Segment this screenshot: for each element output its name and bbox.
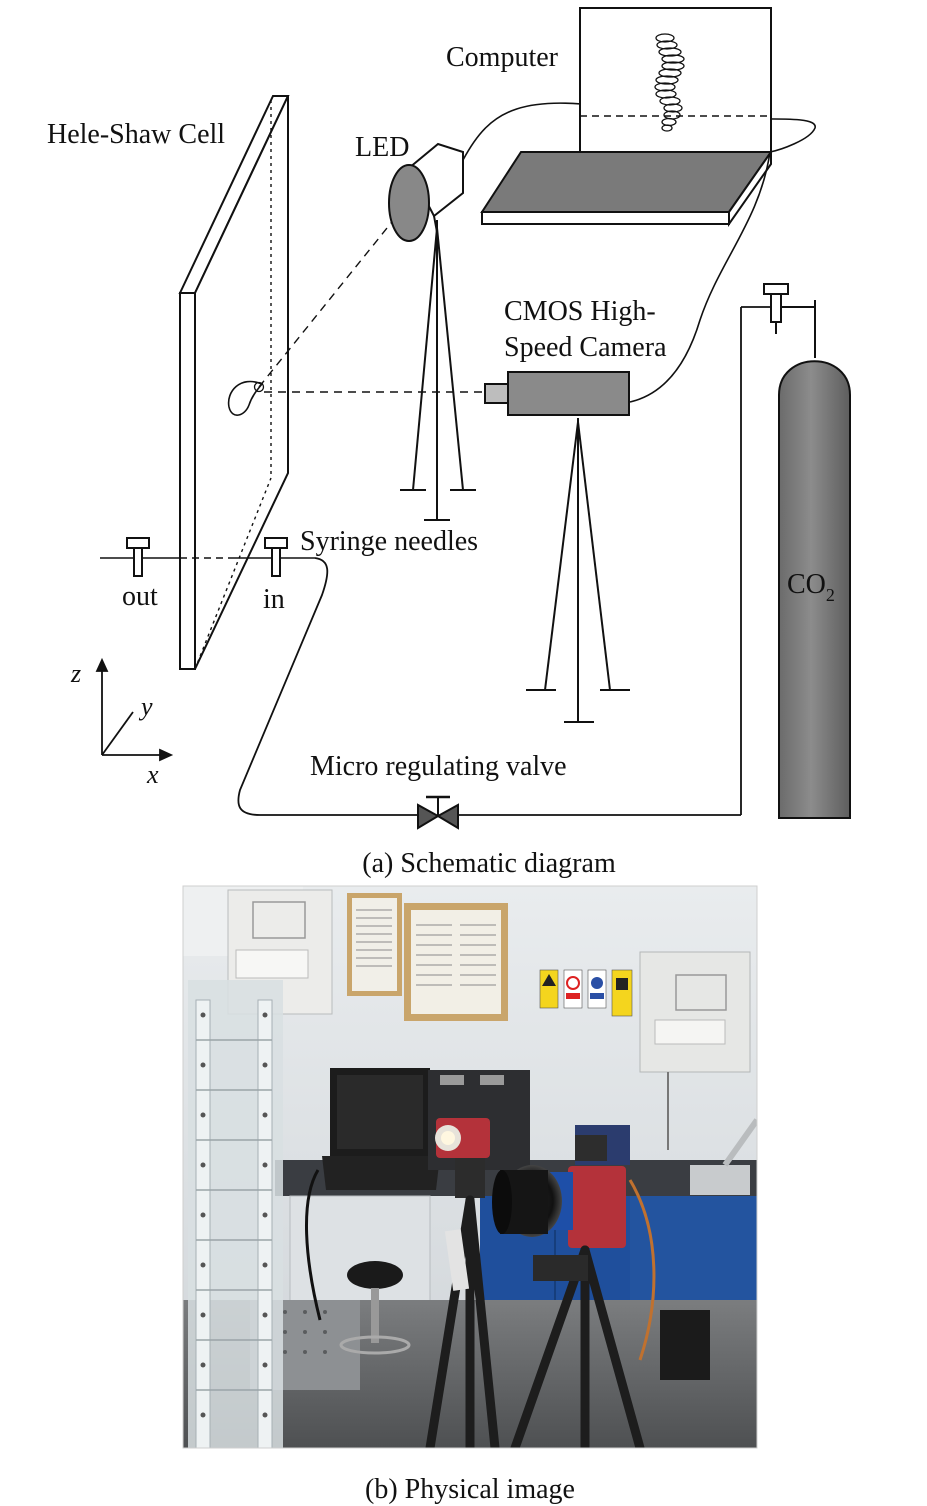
photo-led-lamp [435, 1118, 490, 1198]
photo-high-speed-camera [492, 1135, 626, 1248]
photo-camera-tripod [510, 1245, 645, 1448]
co2-cylinder [763, 283, 851, 819]
schematic-diagram [95, 7, 851, 830]
notice-frame-1 [347, 893, 402, 996]
needle-out [126, 537, 150, 577]
label-out: out [122, 581, 158, 612]
camera-tripod [526, 418, 630, 723]
axis-z-label: z [70, 659, 81, 688]
computer-camera-cable [629, 151, 771, 403]
caption-a: (a) Schematic diagram [362, 848, 616, 879]
coordinate-axes [95, 657, 174, 762]
laptop [322, 1068, 440, 1190]
schematic-labels: Computer Hele-Shaw Cell LED CMOS High- S… [47, 42, 835, 879]
photo-led-tripod [425, 1195, 500, 1448]
notice-frame-2 [404, 903, 508, 1021]
hele-shaw-cell [178, 95, 290, 670]
lab-stool [339, 1261, 411, 1355]
safety-signs [539, 969, 633, 1017]
led-light-path [258, 201, 409, 388]
tripod-label [444, 1229, 470, 1291]
label-co2: CO2 [787, 569, 835, 605]
label-computer: Computer [446, 42, 559, 73]
tripod-head [533, 1255, 588, 1281]
bubble-chain-icon [654, 33, 685, 132]
led-tripod [400, 220, 476, 521]
high-speed-camera [484, 371, 630, 416]
needle-in [264, 537, 288, 577]
micro-regulating-valve [417, 795, 459, 830]
label-hele-shaw-cell: Hele-Shaw Cell [47, 119, 225, 150]
led-lamp [388, 142, 464, 242]
label-syringe-needles: Syringe needles [300, 526, 478, 557]
label-micro-regulating-valve: Micro regulating valve [310, 751, 567, 782]
label-in: in [263, 584, 285, 615]
electrical-box-right [639, 951, 751, 1150]
label-camera-line2: Speed Camera [504, 332, 667, 363]
computer-illustration [480, 7, 773, 228]
label-led: LED [355, 132, 409, 163]
axis-y-label: y [138, 692, 153, 721]
gas-pipe-inlet [237, 557, 418, 816]
caption-b: (b) Physical image [365, 1474, 575, 1505]
axis-x-label: x [146, 760, 159, 789]
bubble-shape [227, 380, 264, 416]
lab-photo [182, 885, 758, 1449]
label-camera-line1: CMOS High- [504, 296, 656, 327]
photo-hele-shaw-cell [188, 980, 283, 1448]
